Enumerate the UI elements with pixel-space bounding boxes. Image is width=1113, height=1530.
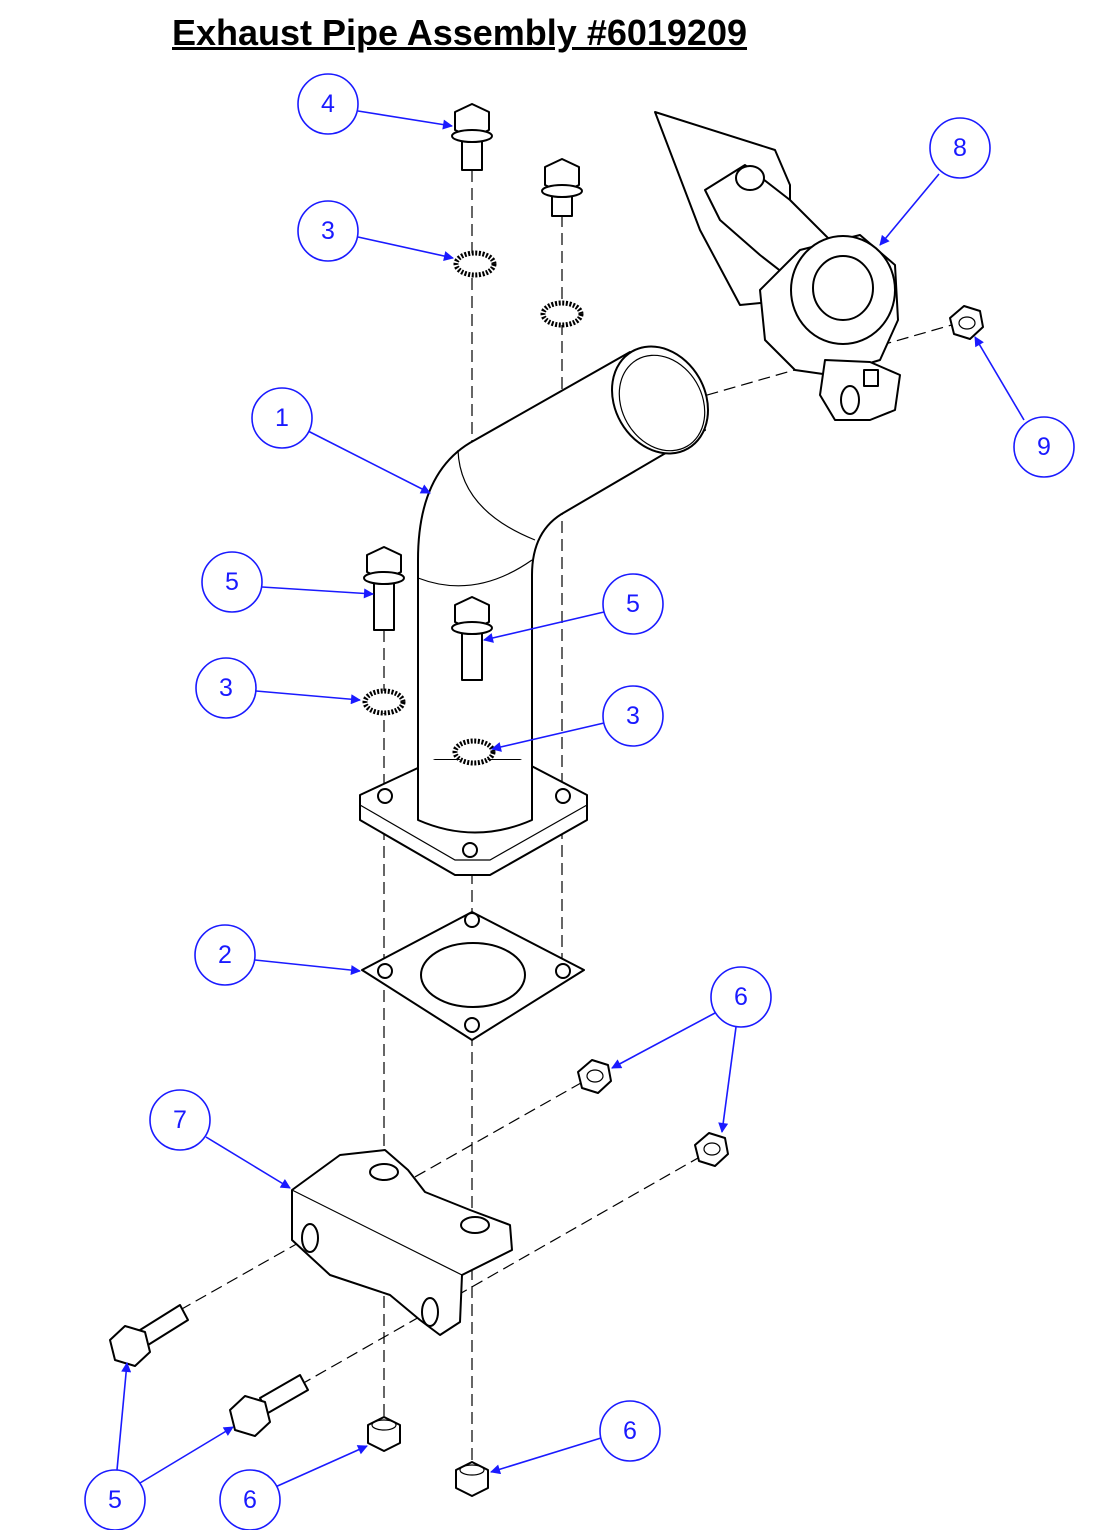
callout-9: 9 xyxy=(1013,416,1075,478)
callout-5-left: 5 xyxy=(201,551,263,613)
flange-bolt-left xyxy=(363,546,405,631)
callout-5-bottom: 5 xyxy=(84,1469,146,1530)
flange-bolt-lower-2 xyxy=(229,1374,309,1437)
svg-text:2: 2 xyxy=(218,941,232,969)
svg-text:3: 3 xyxy=(321,217,335,245)
svg-text:8: 8 xyxy=(953,134,967,162)
callout-5-right: 5 xyxy=(602,573,664,635)
svg-text:6: 6 xyxy=(734,983,748,1011)
svg-text:5: 5 xyxy=(626,590,640,618)
callout-3-top: 3 xyxy=(297,200,359,262)
svg-text:3: 3 xyxy=(626,702,640,730)
svg-text:6: 6 xyxy=(243,1486,257,1514)
svg-text:5: 5 xyxy=(225,568,239,596)
callout-4: 4 xyxy=(297,73,359,135)
callout-7: 7 xyxy=(149,1089,211,1151)
callout-2: 2 xyxy=(194,924,256,986)
callout-3-left: 3 xyxy=(195,657,257,719)
svg-text:3: 3 xyxy=(219,674,233,702)
mounting-bracket xyxy=(291,1149,513,1336)
callout-1: 1 xyxy=(251,387,313,449)
callout-8: 8 xyxy=(929,117,991,179)
flange-bolt-top-right xyxy=(541,158,583,217)
flange-nuts xyxy=(367,305,984,1497)
svg-text:6: 6 xyxy=(623,1417,637,1445)
callout-6-bottom-left: 6 xyxy=(219,1469,281,1530)
flange-bolt-top-left xyxy=(451,103,493,171)
svg-text:4: 4 xyxy=(321,90,335,118)
callout-6-bottom-right: 6 xyxy=(599,1400,661,1462)
svg-text:7: 7 xyxy=(173,1106,187,1134)
flange-bolt-center xyxy=(451,596,493,681)
callout-3-right: 3 xyxy=(602,685,664,747)
serrated-washers xyxy=(362,250,584,766)
gasket xyxy=(361,911,585,1041)
flange-bolt-lower-1 xyxy=(109,1304,189,1367)
svg-text:1: 1 xyxy=(275,404,289,432)
page-title: Exhaust Pipe Assembly #6019209 xyxy=(172,12,747,53)
exhaust-clamp xyxy=(654,111,901,421)
svg-text:5: 5 xyxy=(108,1486,122,1514)
callout-6-upper: 6 xyxy=(710,966,772,1028)
svg-text:9: 9 xyxy=(1037,433,1051,461)
callout-leaders xyxy=(116,110,1025,1489)
exhaust-pipe xyxy=(359,345,709,876)
